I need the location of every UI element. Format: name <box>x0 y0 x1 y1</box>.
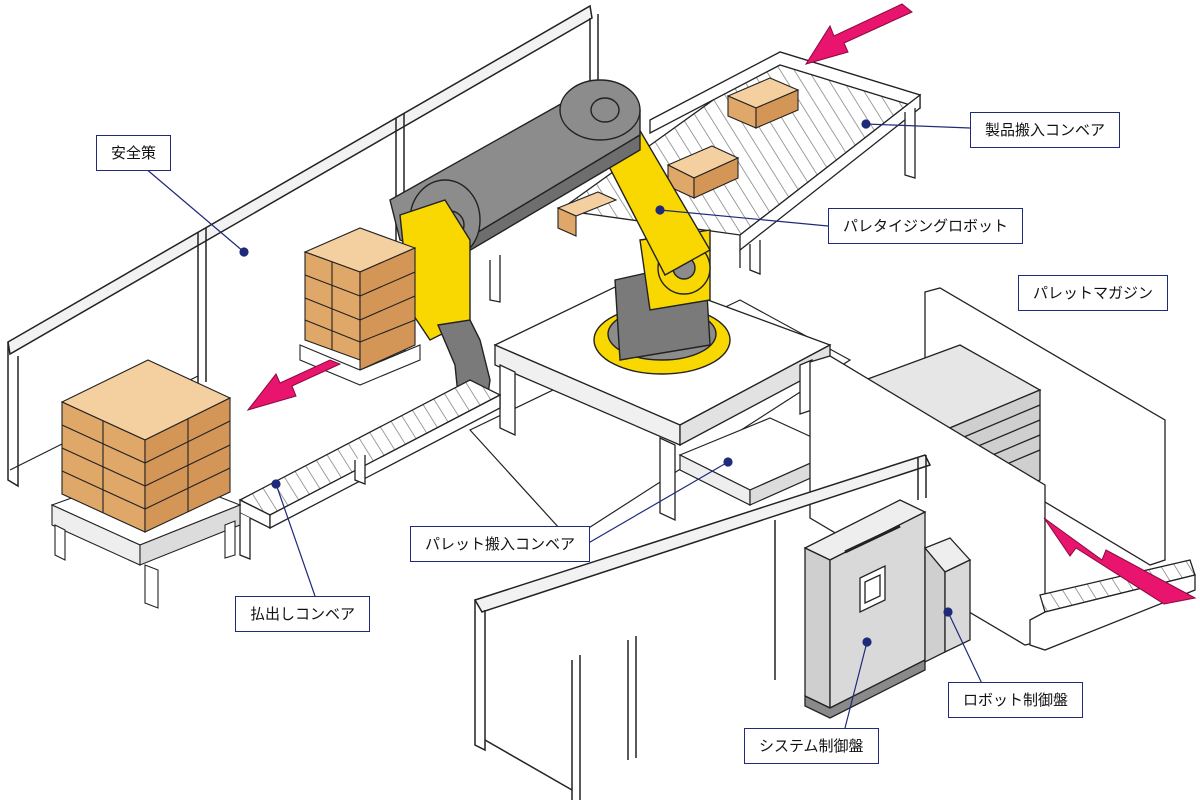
label-pallet-magazine: パレットマガジン <box>1018 275 1169 311</box>
infeed-boxes <box>556 77 800 237</box>
outfeed-conveyor <box>238 379 502 560</box>
label-pallet-infeed-conveyor: パレット搬入コンベア <box>410 526 591 562</box>
product-infeed-arrow <box>804 3 913 65</box>
leader-lines <box>144 119 986 729</box>
pallet-infeed-arrow <box>1043 517 1197 605</box>
finished-pallet-stack <box>50 359 242 609</box>
outfeed-arrow <box>246 359 342 411</box>
label-safety-fence: 安全策 <box>96 135 172 171</box>
label-palletizing-robot: パレタイジングロボット <box>828 208 1024 244</box>
label-robot-control-panel: ロボット制御盤 <box>948 682 1084 718</box>
label-product-infeed-conveyor: 製品搬入コンベア <box>970 112 1121 148</box>
label-outfeed-conveyor: 払出しコンベア <box>235 596 371 632</box>
label-system-control-panel: システム制御盤 <box>744 728 879 764</box>
robot-control-panel <box>923 537 972 664</box>
station-box-stack <box>299 227 421 386</box>
system-control-panel <box>803 499 927 719</box>
front-safety-fence <box>473 454 932 800</box>
